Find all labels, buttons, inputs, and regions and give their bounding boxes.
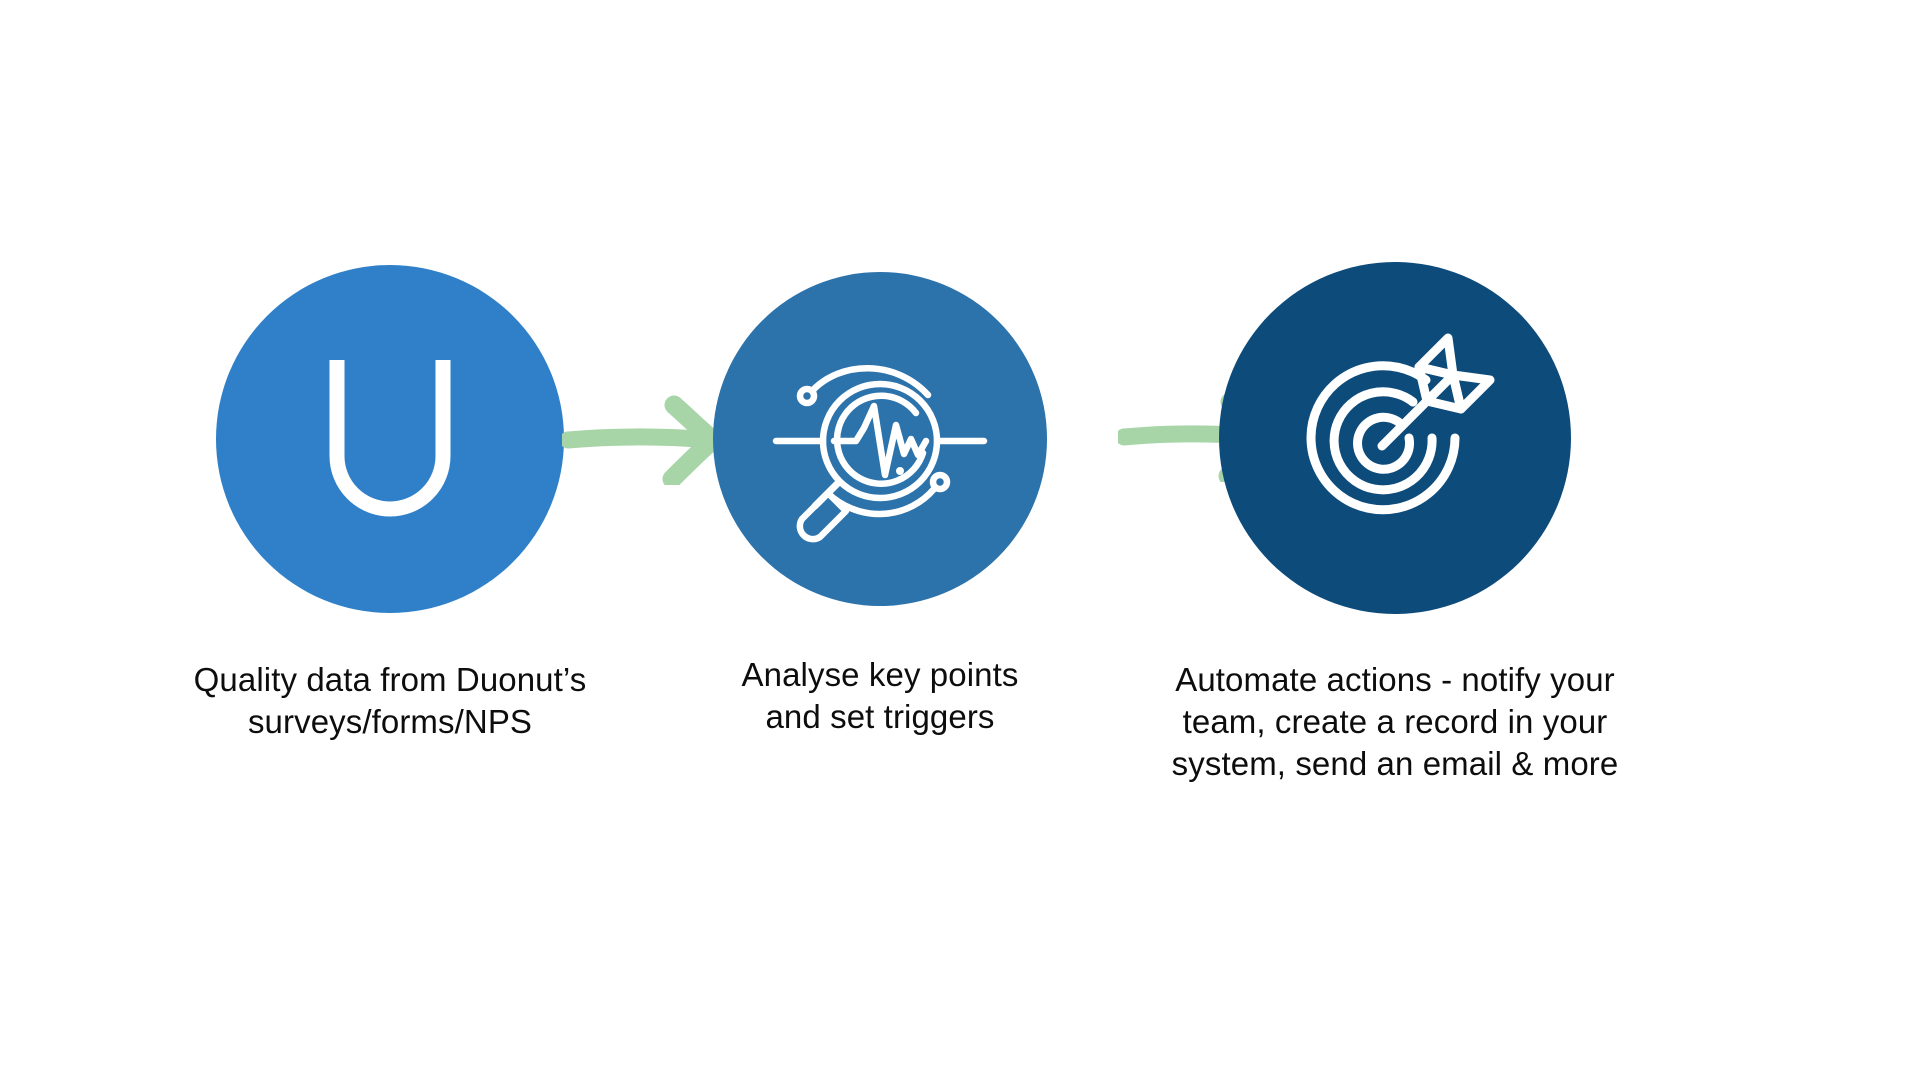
step-2-caption: Analyse key points and set triggers — [741, 656, 1019, 735]
target-dart-icon — [1306, 333, 1495, 515]
flow-step-3: Automate actions - notify your team, cre… — [1130, 262, 1660, 785]
step-1-circle — [216, 265, 564, 613]
flow-step-1: Quality data from Duonut’s surveys/forms… — [130, 265, 650, 743]
step-2-circle — [713, 272, 1047, 606]
duonut-u-logo-icon — [329, 360, 451, 517]
step-3-caption: Automate actions - notify your team, cre… — [1171, 661, 1619, 782]
magnifier-pulse-analytics-icon — [772, 365, 988, 543]
step-3-circle — [1219, 262, 1571, 614]
step-1-caption: Quality data from Duonut’s surveys/forms… — [193, 661, 587, 740]
flow-step-2: Analyse key points and set triggers — [640, 272, 1120, 738]
